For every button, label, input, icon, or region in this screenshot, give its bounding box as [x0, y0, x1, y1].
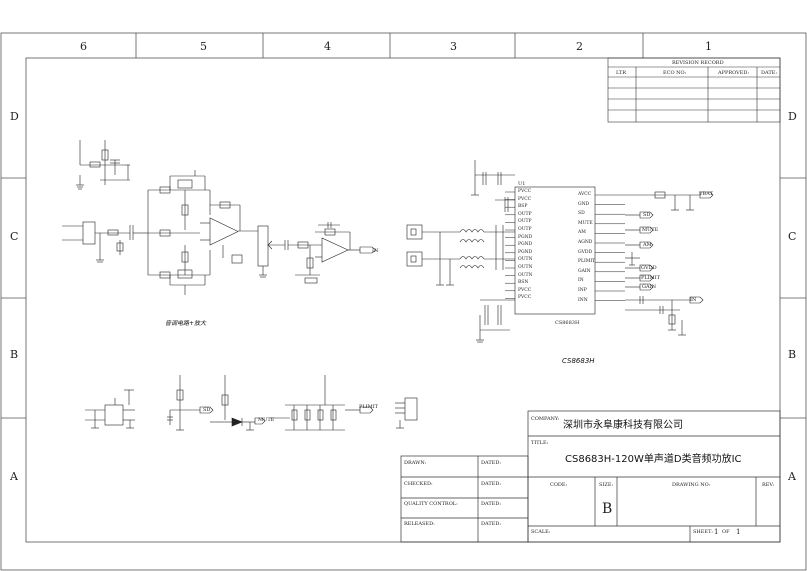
- ic-pin-right-label: AM: [578, 230, 586, 236]
- company-name: 深圳市永阜康科技有限公司: [563, 420, 683, 431]
- ic-pin-right-label: AGND: [578, 240, 593, 245]
- checked-dated: DATED:: [481, 481, 502, 487]
- sheet-of: OF: [722, 529, 730, 535]
- revision-header-date: DATE:: [761, 70, 778, 76]
- released-label: RELEASED:: [404, 521, 435, 527]
- drawing-no-label: DRAWING NO:: [672, 482, 711, 488]
- ic-pin-left-label: BSP: [518, 204, 528, 210]
- sheet-label: SHEET:: [693, 529, 713, 535]
- ic-pin-right-label: GAIN: [578, 268, 591, 274]
- row-label-b-left: B: [10, 348, 19, 361]
- net-sd: SD: [643, 212, 651, 218]
- row-label-d-left: D: [10, 110, 19, 123]
- power-circuits: [85, 375, 418, 431]
- col-label-4: 4: [324, 40, 331, 53]
- row-label-a-right: A: [788, 470, 796, 483]
- ic-pin-left-label: OUTN: [518, 265, 533, 270]
- quality-dated: DATED:: [481, 501, 502, 507]
- ic-pin-left-label: OUTN: [518, 257, 533, 263]
- scale-label: SCALE:: [531, 529, 551, 535]
- ic-pin-stubs: [505, 191, 625, 301]
- tone-amp-circuit: [62, 140, 377, 295]
- net-in: IN: [690, 297, 697, 303]
- ic-pin-left-label: PVCC: [518, 196, 532, 202]
- size-label: SIZE:: [599, 482, 614, 488]
- ic-pin-right-label: IN: [578, 278, 584, 284]
- ic-pin-right-label: GND: [578, 201, 590, 207]
- col-label-3: 3: [450, 40, 457, 53]
- ic-output-filter: [406, 160, 714, 343]
- net-mute-small: MUTE: [258, 417, 275, 423]
- net-mute: MUTE: [642, 227, 659, 233]
- row-label-d-right: D: [788, 110, 797, 123]
- ic-pin-right-label: MUTE: [578, 220, 593, 226]
- ic-pin-left-label: PGND: [518, 234, 533, 240]
- ic-pin-left-label: PGND: [518, 249, 533, 255]
- chip-part: CS8683H: [555, 320, 580, 326]
- drawn-dated: DATED:: [481, 460, 502, 466]
- ic-pin-left-label: PVCC: [518, 189, 532, 194]
- title-label: TITLE:: [531, 440, 549, 446]
- ic-pin-left-label: PGND: [518, 242, 533, 248]
- revision-table: [607, 57, 781, 123]
- net-vbat: VBAT: [699, 191, 713, 197]
- revision-header-ltr: LTR: [616, 70, 627, 76]
- code-label: CODE:: [550, 482, 568, 488]
- ic-pin-right-label: INN: [578, 297, 588, 303]
- size-value: B: [602, 501, 613, 517]
- row-label-a-left: A: [10, 470, 18, 483]
- col-label-1: 1: [705, 40, 712, 53]
- col-label-6: 6: [80, 40, 87, 53]
- row-label-c-left: C: [10, 230, 19, 243]
- drawing-title: CS8683H-120W单声道D类音频功放IC: [565, 454, 742, 465]
- col-label-2: 2: [576, 40, 583, 53]
- rev-label: REV:: [762, 482, 775, 488]
- ic-pin-left-label: PVCC: [518, 287, 532, 293]
- net-gain: GAIN: [642, 284, 656, 290]
- ic-pin-right-label: INP: [578, 288, 587, 293]
- net-in-preamp: IN: [372, 248, 379, 254]
- net-sd-small: SD: [203, 407, 211, 413]
- company-label: COMPANY:: [531, 416, 560, 422]
- ic-pin-right-label: GVDD: [578, 249, 593, 255]
- row-label-c-right: C: [788, 230, 797, 243]
- checked-label: CHECKED:: [404, 481, 433, 487]
- col-label-5: 5: [200, 40, 207, 53]
- revision-header-eco: ECO NO:: [663, 70, 687, 76]
- drawing-frame: [0, 32, 807, 571]
- ic-pin-left-label: OUTP: [518, 211, 532, 217]
- ic-pin-left-label: PVCC: [518, 295, 532, 301]
- sheet-number: 1: [714, 528, 719, 536]
- row-label-b-right: B: [788, 348, 797, 361]
- title-block-lines: [400, 410, 781, 543]
- released-dated: DATED:: [481, 521, 502, 527]
- revision-header-approved: APPROVED:: [718, 70, 750, 76]
- ic-pin-left-label: OUTN: [518, 272, 533, 278]
- chip-ref: U1: [518, 181, 526, 187]
- net-am: AM: [643, 242, 652, 248]
- net-gvdd: GVDD: [641, 265, 657, 271]
- ic-pin-left-label: OUTP: [518, 219, 532, 225]
- ic-pin-left-label: OUTP: [518, 227, 532, 232]
- net-plimit: PLIMIT: [641, 275, 661, 281]
- net-plimit-small: PLIMIT: [359, 404, 379, 410]
- ic-pin-right-label: AVCC: [578, 192, 592, 197]
- chip-caption: CS8683H: [562, 357, 595, 365]
- cs8683h-ic: [514, 186, 596, 315]
- revision-title: REVISION RECORD: [672, 60, 724, 66]
- drawn-label: DRAWN:: [404, 460, 427, 466]
- preamp-caption: 音调电路+放大: [165, 320, 207, 327]
- quality-label: QUALITY CONTROL:: [404, 501, 458, 507]
- ic-pin-left-label: BSN: [518, 280, 529, 286]
- ic-pin-right-label: SD: [578, 211, 585, 217]
- sheet-total: 1: [736, 528, 741, 536]
- ic-pin-right-label: PLIMIT: [578, 259, 596, 265]
